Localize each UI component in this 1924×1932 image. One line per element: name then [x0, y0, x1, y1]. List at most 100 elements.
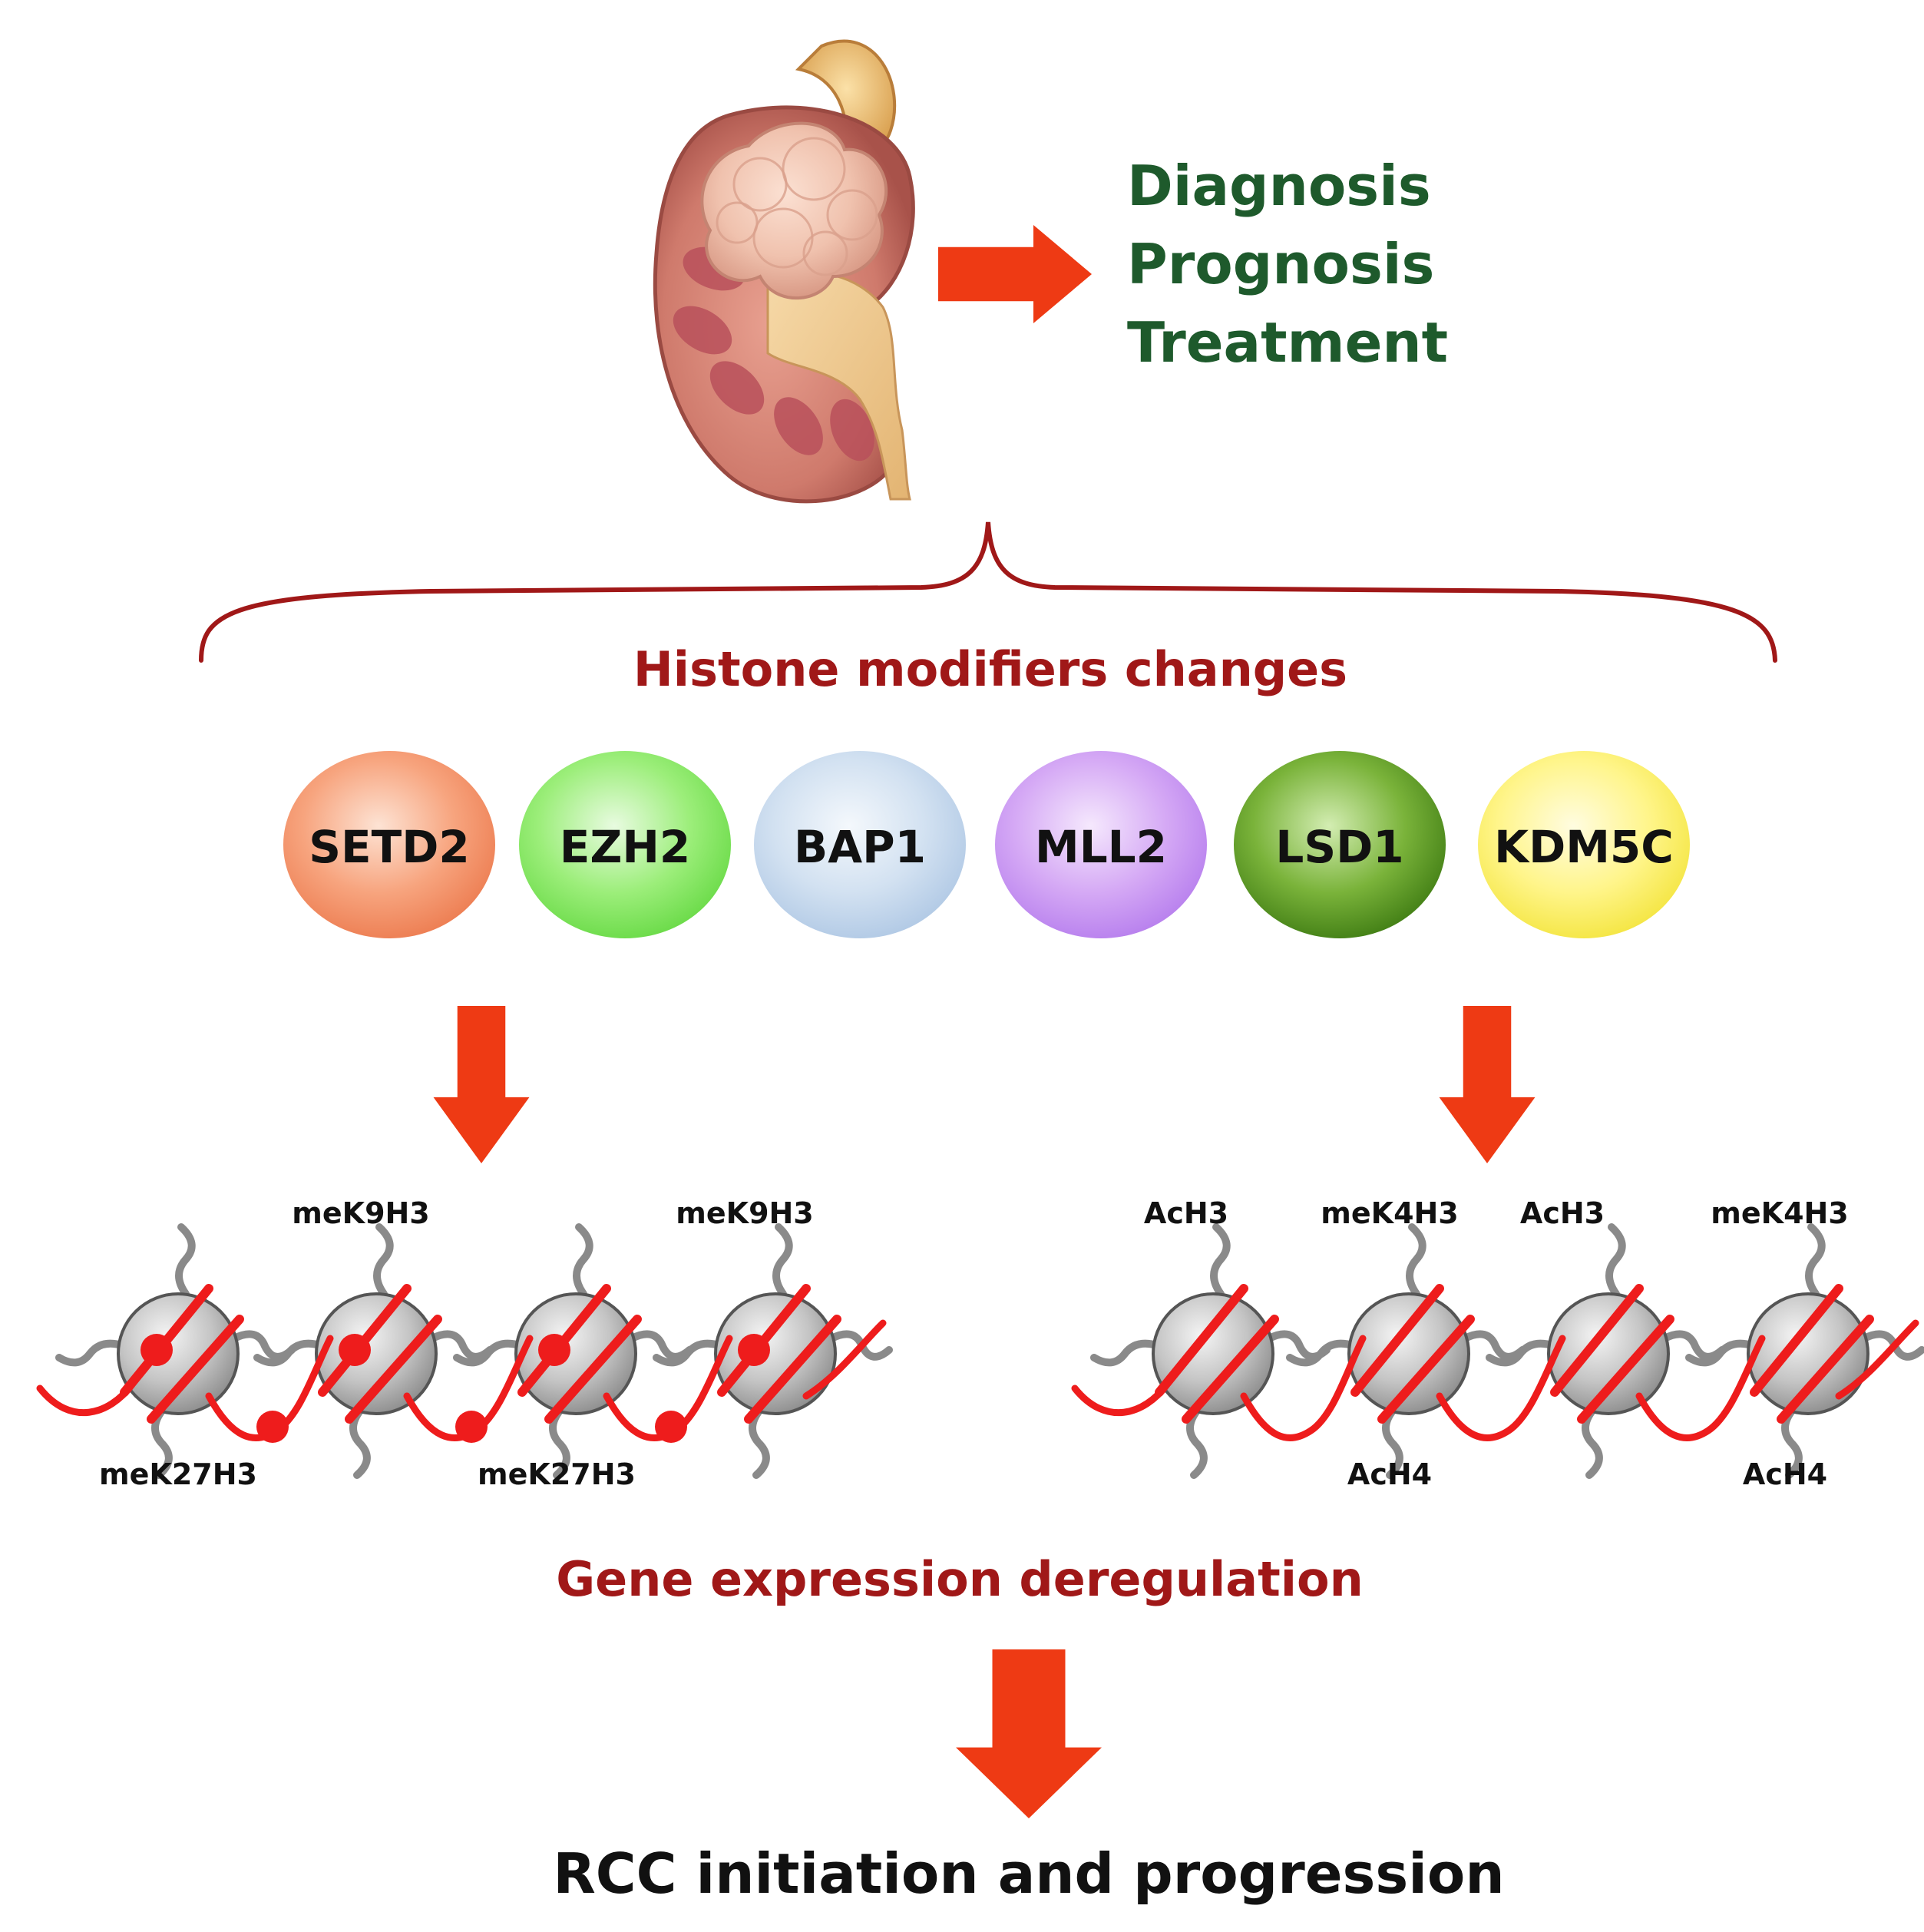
histone-tail — [175, 1223, 196, 1298]
histone-tail — [653, 1339, 726, 1367]
histone-tail — [428, 1330, 494, 1361]
histone-tail — [1805, 1223, 1826, 1298]
modifiers-heading: Histone modifiers changes — [633, 641, 1348, 697]
dna-wrap — [1377, 1315, 1475, 1424]
right-top-label: meK4H3 — [1321, 1196, 1459, 1230]
nucleosome — [1152, 1292, 1274, 1415]
dna-wrap — [147, 1315, 244, 1424]
histone-tail — [1685, 1339, 1758, 1367]
renal-pyramid — [774, 397, 823, 455]
renal-pelvis — [766, 272, 911, 501]
nucleosome — [514, 1292, 637, 1415]
modifier-lsd1: LSD1 — [1234, 751, 1446, 938]
dna-wrap — [345, 1315, 442, 1424]
nucleosome — [117, 1292, 240, 1415]
renal-pyramid — [673, 306, 732, 355]
left-top-label: meK9H3 — [292, 1196, 430, 1230]
methyl-mark — [655, 1411, 687, 1443]
histone-tail — [1486, 1339, 1559, 1367]
methyl-mark — [140, 1334, 173, 1366]
kidney-illustration — [653, 39, 915, 504]
modifier-label: SETD2 — [309, 821, 469, 873]
nucleosome — [315, 1292, 438, 1415]
outcome-treatment: Treatment — [1127, 310, 1449, 375]
nucleosome — [714, 1292, 837, 1415]
deregulation-label: Gene expression deregulation — [556, 1551, 1364, 1607]
histone-tail — [1286, 1339, 1359, 1367]
final-label: RCC initiation and progression — [553, 1841, 1505, 1906]
dna-wrap — [1350, 1284, 1444, 1397]
modifier-ellipse — [754, 751, 966, 938]
dna-wrap — [1750, 1284, 1843, 1397]
arrow-down-right — [1439, 1006, 1536, 1163]
histone-tail — [230, 1330, 296, 1361]
arrow-down-left — [433, 1006, 530, 1163]
modifier-bap1: BAP1 — [754, 751, 966, 938]
modifier-ellipse — [1234, 751, 1446, 938]
nucleosome — [1547, 1292, 1670, 1415]
histone-tail — [1186, 1406, 1208, 1479]
outcome-diagnosis: Diagnosis — [1127, 154, 1431, 218]
modifier-label: LSD1 — [1275, 821, 1403, 873]
histone-tail — [573, 1223, 593, 1298]
methyl-mark — [256, 1411, 289, 1443]
left-bottom-label: meK27H3 — [478, 1457, 636, 1491]
methyl-mark — [455, 1411, 488, 1443]
histone-tail — [628, 1330, 693, 1361]
histone-tail — [1661, 1330, 1726, 1361]
right-bottom-label: AcH4 — [1743, 1457, 1827, 1491]
left-bottom-label: meK27H3 — [99, 1457, 257, 1491]
nucleosome — [1347, 1292, 1470, 1415]
modifier-label: EZH2 — [560, 821, 691, 873]
outcome-prognosis: Prognosis — [1127, 232, 1435, 296]
tumor-lobule — [716, 201, 759, 244]
tumor-lobule — [782, 137, 846, 201]
modifier-setd2: SETD2 — [283, 751, 495, 938]
histone-tail — [1210, 1223, 1231, 1298]
nucleosome — [1747, 1292, 1869, 1415]
histone-tail — [55, 1339, 128, 1367]
renal-pyramid — [830, 399, 874, 461]
histone-tail — [549, 1406, 570, 1479]
histone-tail — [151, 1406, 173, 1479]
right-top-label: AcH3 — [1144, 1196, 1228, 1230]
histone-tail — [1406, 1223, 1426, 1298]
modifier-label: KDM5C — [1494, 821, 1674, 873]
methyl-mark — [339, 1334, 371, 1366]
right-bottom-label: AcH4 — [1347, 1457, 1432, 1491]
tumor-lobule — [802, 230, 848, 276]
renal-pyramid — [709, 361, 765, 415]
histone-tail — [1605, 1223, 1626, 1298]
right-top-label: meK4H3 — [1711, 1196, 1849, 1230]
modifier-label: BAP1 — [794, 821, 926, 873]
right-top-label: AcH3 — [1520, 1196, 1605, 1230]
histone-tail — [749, 1406, 770, 1479]
dna-wrap — [1577, 1315, 1674, 1424]
tumor-lobule — [826, 189, 878, 241]
histone-tail — [772, 1223, 793, 1298]
curly-brace — [199, 521, 1777, 663]
dna-wrap — [1155, 1284, 1248, 1397]
histone-tail — [453, 1339, 526, 1367]
histone-tail — [1090, 1339, 1163, 1367]
dna-wrap — [544, 1315, 642, 1424]
modifier-ellipse — [519, 751, 731, 938]
histone-tail — [1382, 1406, 1403, 1479]
methyl-mark — [538, 1334, 570, 1366]
arrow-down-final — [956, 1649, 1102, 1818]
histone-tail — [373, 1223, 394, 1298]
histone-tail — [1781, 1406, 1803, 1479]
histone-tail — [253, 1339, 326, 1367]
linker-dna — [1071, 1319, 1919, 1441]
modifier-label: MLL2 — [1035, 821, 1167, 873]
modifier-kdm5c: KDM5C — [1478, 751, 1690, 938]
methyl-mark — [738, 1334, 770, 1366]
dna-wrap — [1777, 1315, 1874, 1424]
modifier-mll2: MLL2 — [995, 751, 1207, 938]
arrow-right-to-outcomes — [938, 225, 1092, 323]
histone-tail — [1582, 1406, 1603, 1479]
dna-wrap — [1550, 1284, 1644, 1397]
modifier-ellipse — [1478, 751, 1690, 938]
